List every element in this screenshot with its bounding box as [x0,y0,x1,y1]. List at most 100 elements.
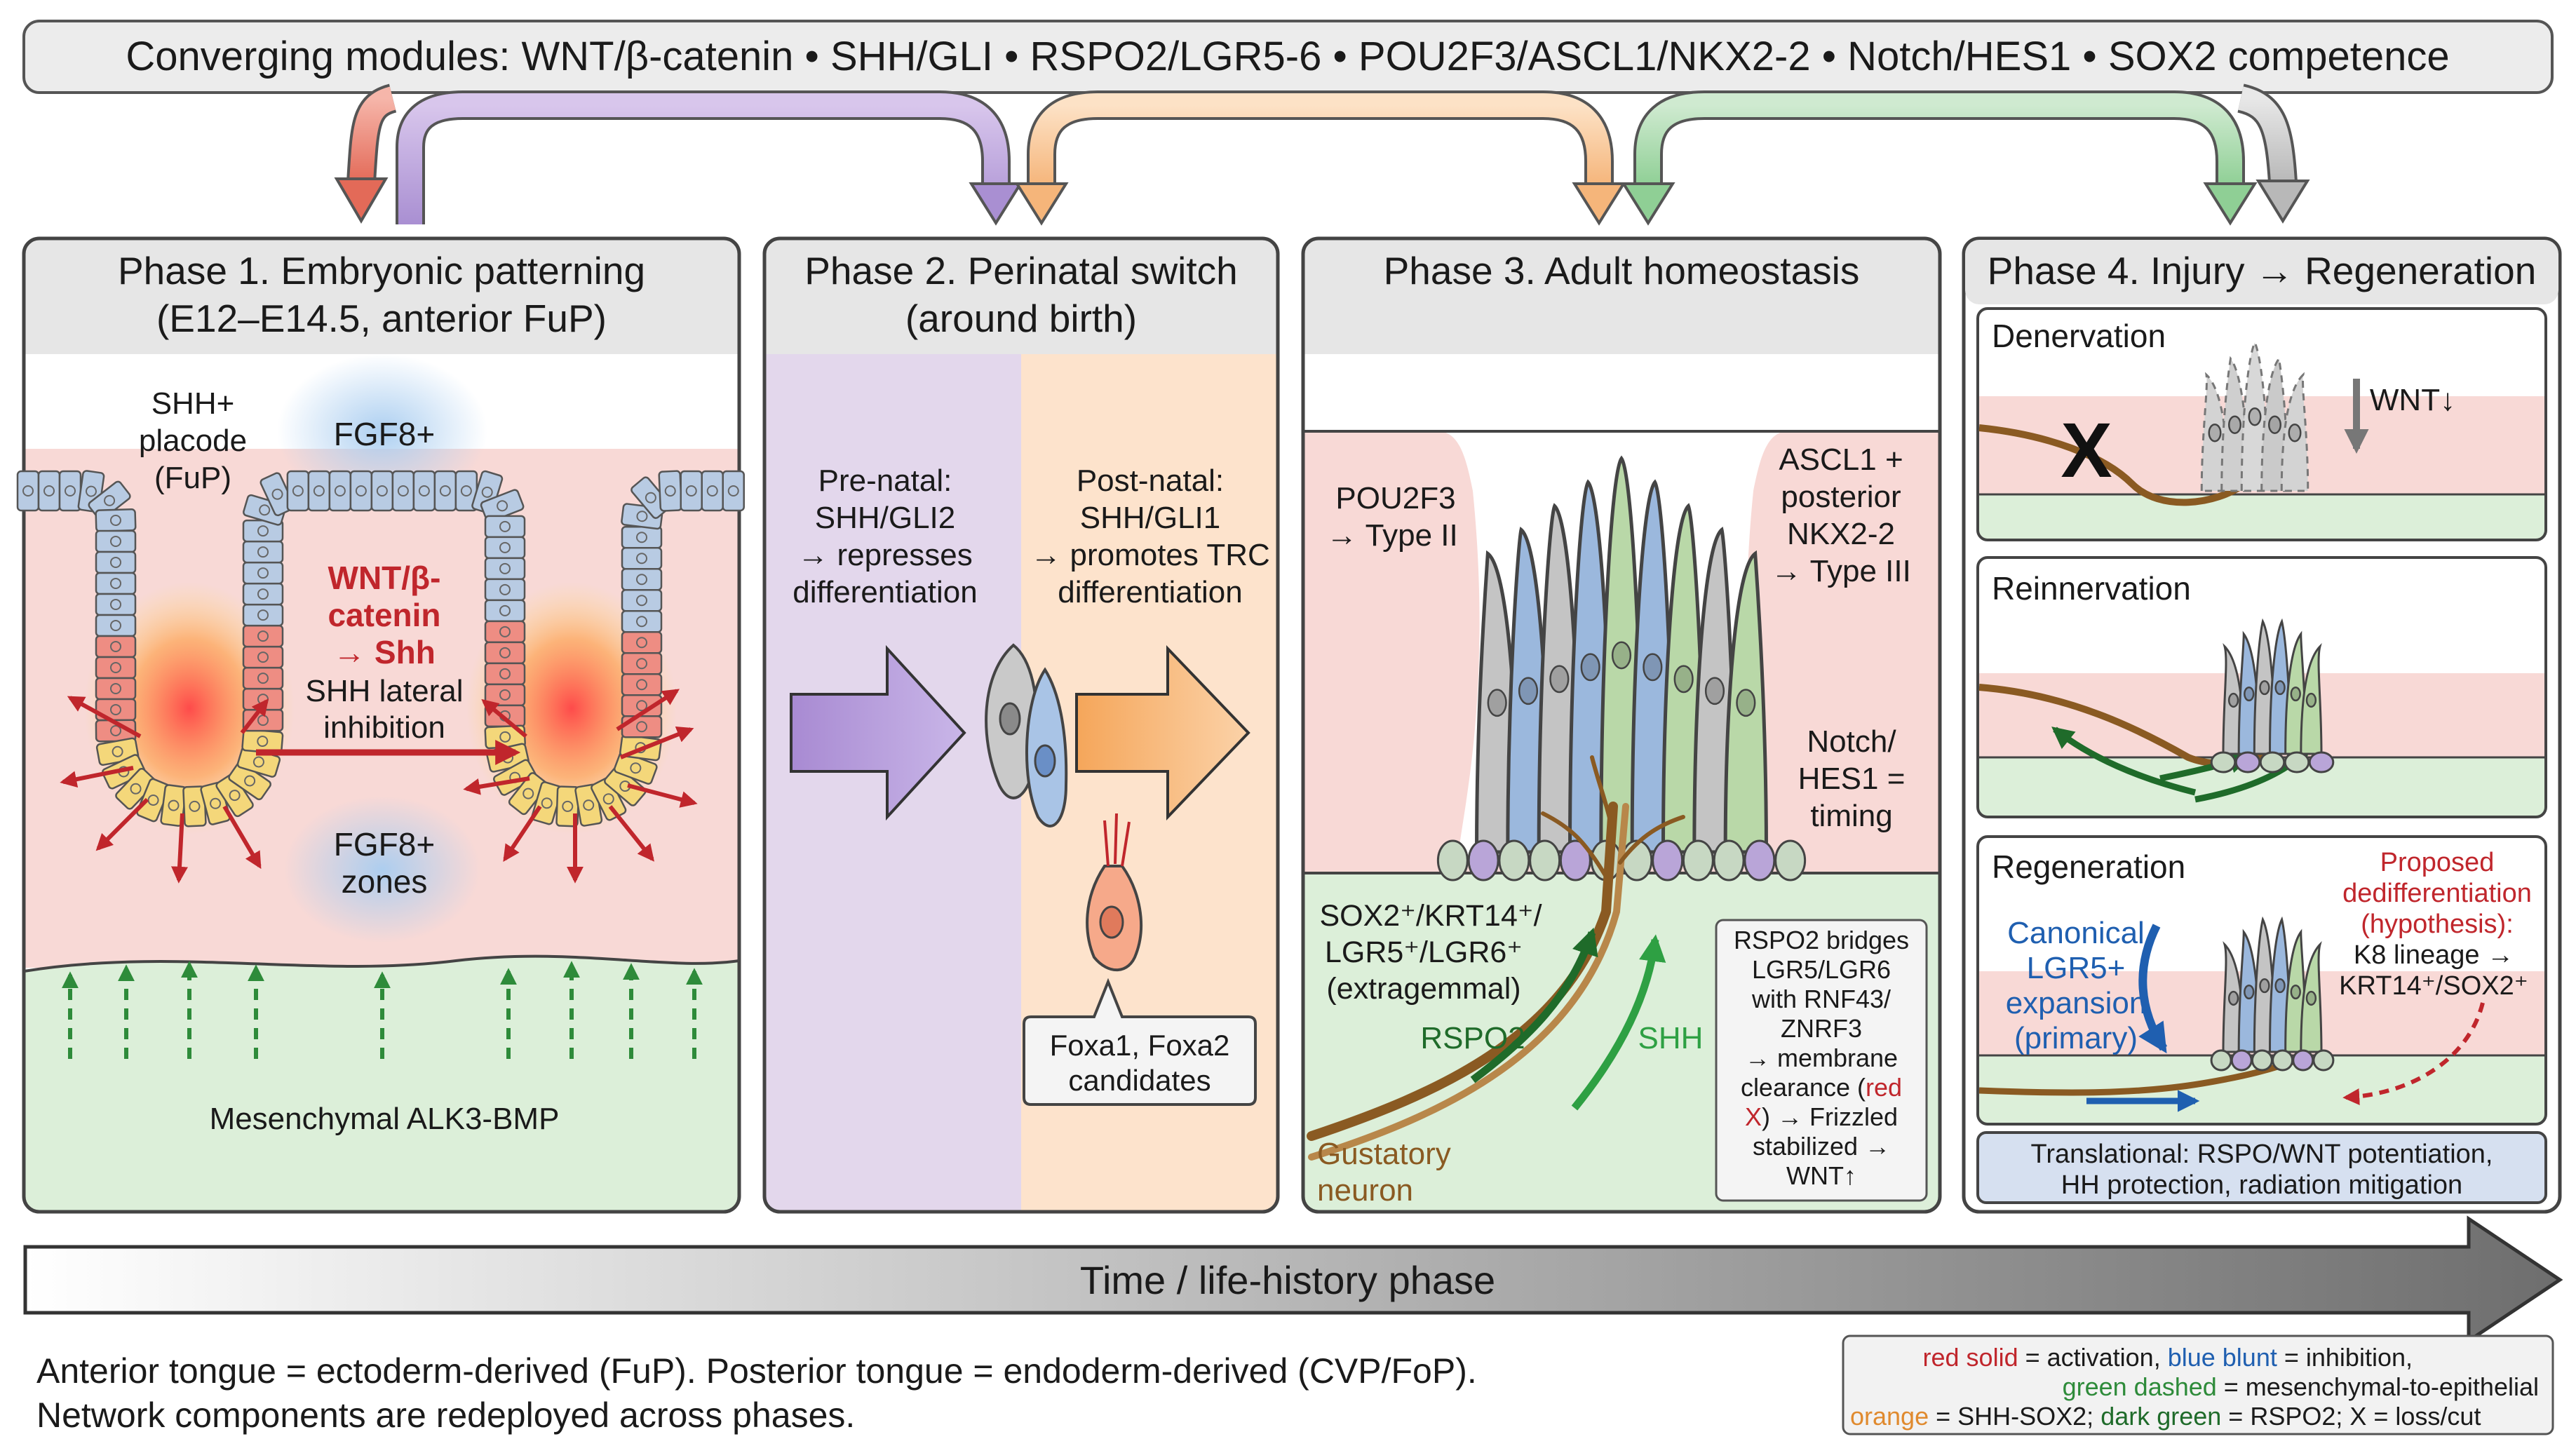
phase4-title: Phase 4. Injury → Regeneration [1988,249,2537,292]
box-line-5: → membrane [1745,1043,1898,1072]
header-title: Converging modules: WNT/β-catenin • SHH/… [126,34,2449,79]
phase2-panel: Phase 2. Perinatal switch (around birth)… [762,236,1280,1214]
cell-nucleus [2290,686,2301,702]
shh-placode-label-3: (FuP) [154,461,231,495]
fgf8-glow-bottom [284,796,480,943]
cell-nucleus [2290,984,2301,1000]
translational-box [1976,1131,2547,1204]
converging-arrows [334,83,2310,226]
rspo2-arrow [1470,927,1598,1083]
postnatal-label-2: SHH/GLI1 [1080,501,1221,535]
basal-cell [1652,839,1684,881]
arrow-green-phase3-to-phase4 [1633,90,2245,186]
epithelial-cell [37,470,61,512]
pou2f3-label-1: POU2F3 [1335,481,1455,515]
taste-cell [2280,372,2309,492]
cell-nucleus [2248,407,2262,426]
epithelial-cell [328,470,352,512]
phase1-panel: Phase 1. Embryonic patterning (E12–E14.5… [16,236,745,1214]
epithelial-cell [95,719,137,743]
box-line-1: RSPO2 bridges [1734,926,1909,954]
basal-cell [2312,1049,2335,1072]
epithelial-cell [95,656,137,680]
neuron-label-2: neuron [1317,1173,1413,1208]
phase4-panel: Phase 4. Injury → Regeneration Denervati… [1962,236,2562,1214]
basal-cell [1744,839,1776,881]
cell-nucleus [2274,680,2286,696]
basal-cell [1774,839,1807,881]
cell-nucleus [1518,677,1539,705]
epithelial-cell [621,694,663,717]
reforming-bud [2210,618,2335,773]
taste-cell [2300,940,2323,1053]
basal-cell [2230,1049,2253,1072]
epithelial-cell [484,515,526,539]
basal-cell [1682,839,1714,881]
epithelial-cell [242,582,284,606]
cell-nucleus [1736,689,1756,717]
sox2-label-3: (extragemmal) [1326,972,1520,1006]
box-line-7: X) → Frizzled [1745,1102,1898,1131]
ascl1-label-2: posterior [1781,480,1901,514]
basal-cell [1559,839,1591,881]
epithelial-cell [242,540,284,564]
basal-cell [1529,839,1561,881]
cell-nucleus [1487,689,1507,717]
epithelial-cell [621,525,663,549]
cell-nucleus [1643,653,1663,682]
regeneration-label: Regeneration [1992,849,2185,885]
epithelial-cell [621,715,663,738]
box-line-6b: red [1866,1073,1902,1102]
basal-cell [2210,751,2237,773]
basal-cell [2251,1049,2273,1072]
footer-line-2: Network components are redeployed across… [36,1396,855,1435]
legend-orange: orange [1850,1402,1929,1431]
shh-placode-label-2: placode [139,424,247,458]
epithelial-cell [484,641,526,665]
sox2-label-2: LGR5⁺/LGR6⁺ [1325,935,1523,969]
postnatal-label-3: → promotes TRC [1030,538,1270,572]
foxa-label-1: Foxa1, Foxa2 [1050,1029,1230,1062]
proposed-label-3: (hypothesis): [2361,910,2514,939]
denervation-subpanel: Denervation X WNT↓ [1976,307,2547,541]
epithelial-cell [16,470,40,512]
denervated-nerve [1978,424,2246,506]
cell-nucleus [1673,665,1694,694]
epithelial-cell [433,470,457,512]
mesenchymal-bmp-label: Mesenchymal ALK3-BMP [210,1102,560,1136]
epithelial-cell [349,470,373,512]
cell-nucleus [2274,978,2286,994]
epithelial-cell [621,546,663,570]
epithelial-cell [307,470,331,512]
foxa-callout [1023,978,1257,1106]
lateral-inhibition-label-2: inhibition [323,710,445,745]
wnt-down-label: WNT↓ [2370,383,2455,417]
wnt-label-1: WNT/β- [328,560,441,596]
sox2-label-1: SOX2⁺/KRT14⁺/ [1319,899,1542,933]
legend-line-3: orange = SHH-SOX2; dark green = RSPO2; X… [1850,1402,2481,1431]
cell-nucleus [2227,990,2239,1006]
prenatal-label-2: SHH/GLI2 [815,501,956,535]
cell-nucleus [2259,680,2270,696]
cell-nucleus [1549,665,1570,694]
cell-nucleus [1580,653,1600,682]
legend-orange-desc: = SHH-SOX2; [1929,1402,2100,1431]
cell-nucleus [2244,686,2255,702]
shh-arrow [1571,934,1666,1111]
canonical-label-2: LGR5+ [2027,951,2126,985]
phase3-title: Phase 3. Adult homeostasis [1384,249,1860,292]
shh-label: SHH [1638,1021,1704,1055]
foxa-label-2: candidates [1068,1064,1211,1097]
epithelial-cell [621,673,663,696]
epithelial-cell [370,470,394,512]
lateral-inhibition-label-1: SHH lateral [306,674,464,708]
proposed-label-2: dedifferentiation [2342,879,2532,908]
epithelial-cell [658,470,682,512]
proposed-label-1: Proposed [2380,848,2495,877]
fgf8-zones-label-2: zones [342,863,428,900]
epithelial-cell [242,645,284,669]
epithelial-cell [484,536,526,560]
wnt-label-2: catenin [328,597,440,633]
epithelial-cell [58,470,82,512]
cell-nucleus [2305,990,2317,1006]
